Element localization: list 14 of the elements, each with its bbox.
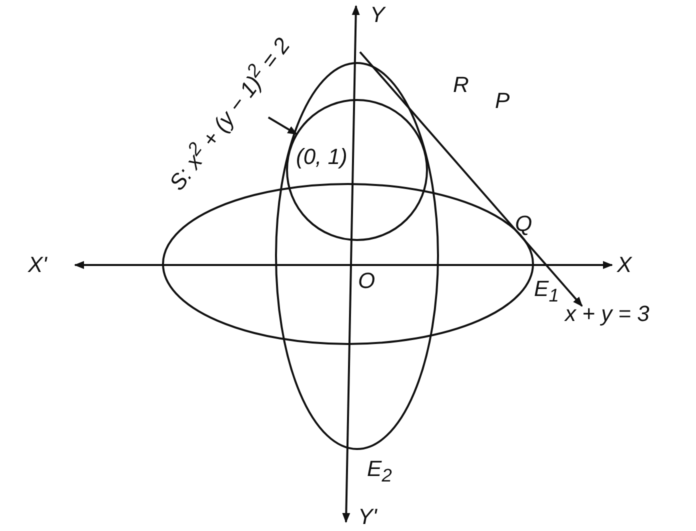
leader-arrow xyxy=(268,116,298,136)
equation-label: x + y = 3 xyxy=(565,303,650,325)
axis-label: Y xyxy=(370,4,385,26)
axis-label: X' xyxy=(28,254,47,276)
axis-label: X xyxy=(617,254,632,276)
circle-curve xyxy=(286,99,428,241)
curve-label: E$_{1}$ xyxy=(534,278,559,305)
point-label: R xyxy=(453,74,469,96)
curve-label: E$_{2}$ xyxy=(367,458,392,485)
origin-label: O xyxy=(358,270,376,292)
axis-label: Y' xyxy=(358,506,377,528)
point-label: Q xyxy=(515,213,532,235)
coordinate-label: (0, 1) xyxy=(296,146,348,168)
point-label: P xyxy=(495,90,510,112)
